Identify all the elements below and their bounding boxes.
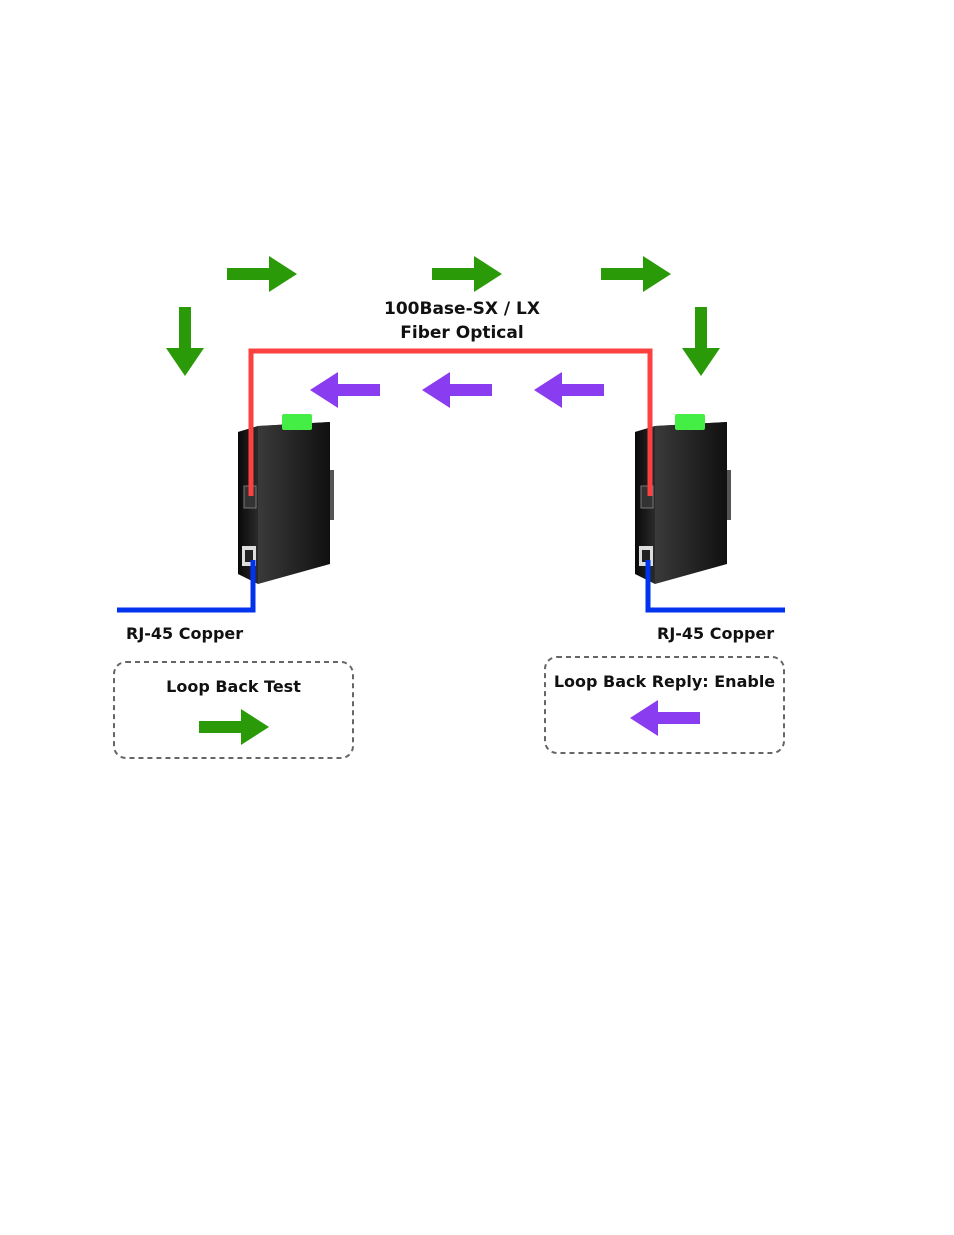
copper-label-right: RJ-45 Copper xyxy=(657,624,774,644)
fiber-label-line1: 100Base-SX / LX xyxy=(362,297,562,321)
forward-arrow-icon xyxy=(227,256,297,292)
legend-reply-label: Loop Back Reply: Enable xyxy=(545,672,784,692)
fiber-label: 100Base-SX / LX Fiber Optical xyxy=(362,297,562,345)
return-arrow-icon xyxy=(422,372,492,408)
down-arrow-icon xyxy=(166,307,204,376)
terminal-block-icon xyxy=(675,414,705,430)
down-arrow-icon xyxy=(682,307,720,376)
return-arrow-icon xyxy=(534,372,604,408)
forward-arrow-icon xyxy=(601,256,671,292)
fiber-label-line2: Fiber Optical xyxy=(362,321,562,345)
return-arrow-icon xyxy=(310,372,380,408)
terminal-block-icon xyxy=(282,414,312,430)
copper-link-left xyxy=(117,560,253,610)
forward-arrow-icon xyxy=(432,256,502,292)
legend-return-arrow-icon xyxy=(630,700,700,736)
copper-label-left: RJ-45 Copper xyxy=(126,624,243,644)
legend-forward-arrow-icon xyxy=(199,709,269,745)
legend-test-label: Loop Back Test xyxy=(114,677,353,697)
